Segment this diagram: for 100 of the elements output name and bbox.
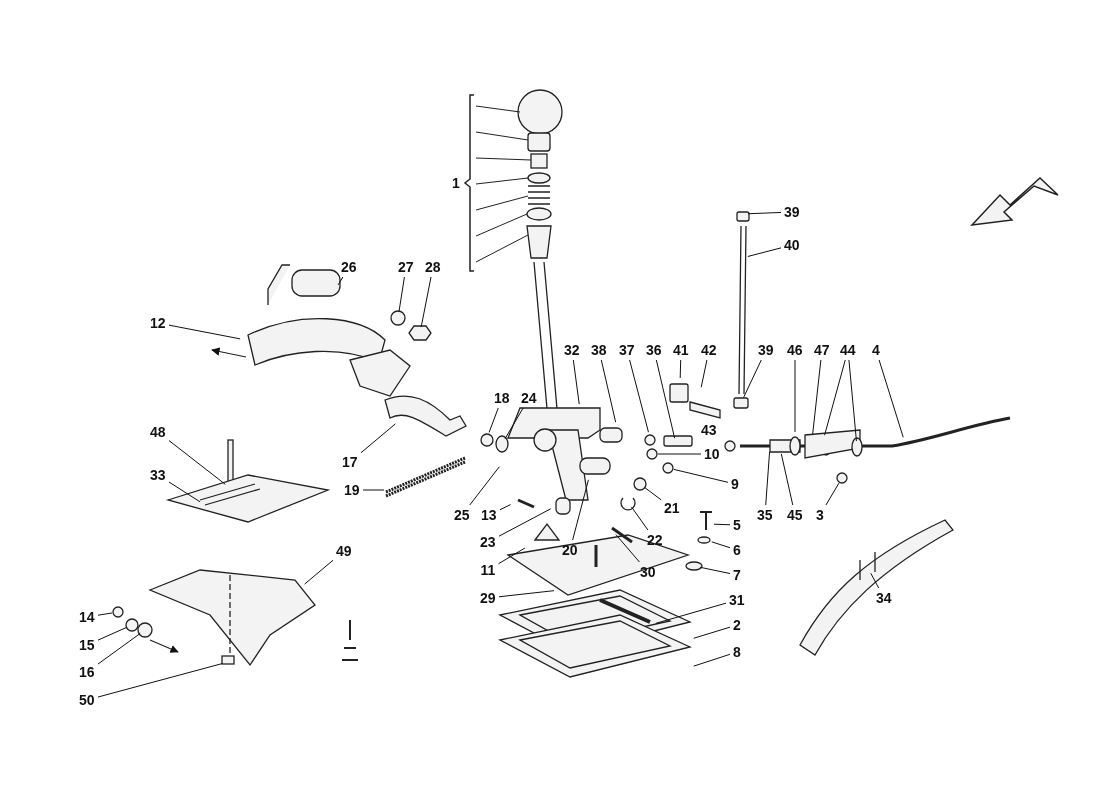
leader-line [498, 590, 555, 598]
leader-line [504, 407, 524, 440]
leader-line [168, 481, 201, 503]
leader-line [97, 633, 141, 665]
leader-line [679, 359, 682, 379]
leader-line [168, 440, 226, 485]
leader-line [812, 359, 822, 435]
callout-number: 34 [875, 590, 893, 606]
callout-number: 15 [78, 637, 96, 653]
leader-line [97, 626, 127, 641]
leader-line [629, 359, 649, 433]
leader-line [693, 626, 731, 639]
leader-line [360, 423, 396, 454]
callout-number: 8 [732, 644, 742, 660]
callout-number: 13 [480, 507, 498, 523]
leader-line [747, 247, 782, 257]
callout-number: 45 [786, 507, 804, 523]
leader-line [878, 359, 904, 438]
leader-line [615, 534, 640, 563]
leader-line [572, 479, 589, 541]
callout-number: 28 [424, 259, 442, 275]
callout-number: 30 [639, 564, 657, 580]
leader-line [498, 547, 526, 565]
leader-line [713, 523, 731, 526]
leader-line [657, 453, 702, 455]
leader-line [848, 359, 857, 442]
callout-number: 24 [520, 390, 538, 406]
callout-number: 35 [756, 507, 774, 523]
callout-number: 22 [646, 532, 664, 548]
callout-number: 39 [757, 342, 775, 358]
callout-number: 31 [728, 592, 746, 608]
leader-line [765, 451, 771, 506]
callout-number: 10 [703, 446, 721, 462]
callout-number: 38 [590, 342, 608, 358]
callout-number: 49 [335, 543, 353, 559]
leader-line [572, 359, 580, 405]
callout-number: 18 [493, 390, 511, 406]
callout-number: 4 [871, 342, 881, 358]
callout-number: 1 [451, 175, 461, 191]
leader-line [699, 566, 731, 575]
callout-number: 36 [645, 342, 663, 358]
leader-line [631, 506, 649, 531]
leader-line [488, 407, 499, 433]
leader-line [304, 559, 334, 585]
leader-line [498, 508, 552, 537]
callout-number: 16 [78, 664, 96, 680]
leader-line [469, 466, 500, 506]
leader-line [168, 324, 241, 340]
callout-number: 27 [397, 259, 415, 275]
leader-line [420, 276, 432, 328]
callout-number: 41 [672, 342, 690, 358]
callout-number: 12 [149, 315, 167, 331]
leader-line [780, 453, 794, 506]
leader-line [600, 359, 617, 423]
leader-line [693, 653, 731, 667]
callout-number: 50 [78, 692, 96, 708]
callout-number: 23 [479, 534, 497, 550]
leader-line [743, 359, 762, 399]
callout-number: 19 [343, 482, 361, 498]
leader-line [747, 211, 782, 215]
callout-number: 29 [479, 590, 497, 606]
leader-line [655, 359, 676, 439]
callout-number: 42 [700, 342, 718, 358]
leader-line [870, 572, 880, 589]
leader-line [655, 602, 727, 624]
callout-number: 48 [149, 424, 167, 440]
callout-number: 32 [563, 342, 581, 358]
leader-line [97, 663, 223, 698]
callout-number: 47 [813, 342, 831, 358]
callout-number: 39 [783, 204, 801, 220]
leader-line [398, 276, 405, 313]
callout-number: 43 [700, 422, 718, 438]
leader-line [824, 359, 846, 436]
callout-number: 20 [561, 542, 579, 558]
callout-number: 26 [340, 259, 358, 275]
callout-number: 9 [730, 476, 740, 492]
callout-number: 33 [149, 467, 167, 483]
callout-number: 40 [783, 237, 801, 253]
callout-number: 14 [78, 609, 96, 625]
leader-line [794, 359, 796, 433]
callout-number: 46 [786, 342, 804, 358]
leader-line [711, 541, 731, 549]
leader-line [499, 504, 512, 511]
callout-number: 44 [839, 342, 857, 358]
callout-number: 5 [732, 517, 742, 533]
callout-number: 3 [815, 507, 825, 523]
leader-line [700, 359, 708, 388]
callout-number: 7 [732, 567, 742, 583]
leader-line [362, 489, 385, 491]
callout-number: 25 [453, 507, 471, 523]
leader-line [673, 468, 729, 483]
callout-number: 11 [479, 562, 497, 578]
leader-line [825, 482, 840, 506]
callout-number: 2 [732, 617, 742, 633]
callout-number: 17 [341, 454, 359, 470]
callout-number: 21 [663, 500, 681, 516]
leader-line [644, 487, 662, 501]
leader-line [97, 612, 113, 616]
callout-number: 37 [618, 342, 636, 358]
callout-number: 6 [732, 542, 742, 558]
